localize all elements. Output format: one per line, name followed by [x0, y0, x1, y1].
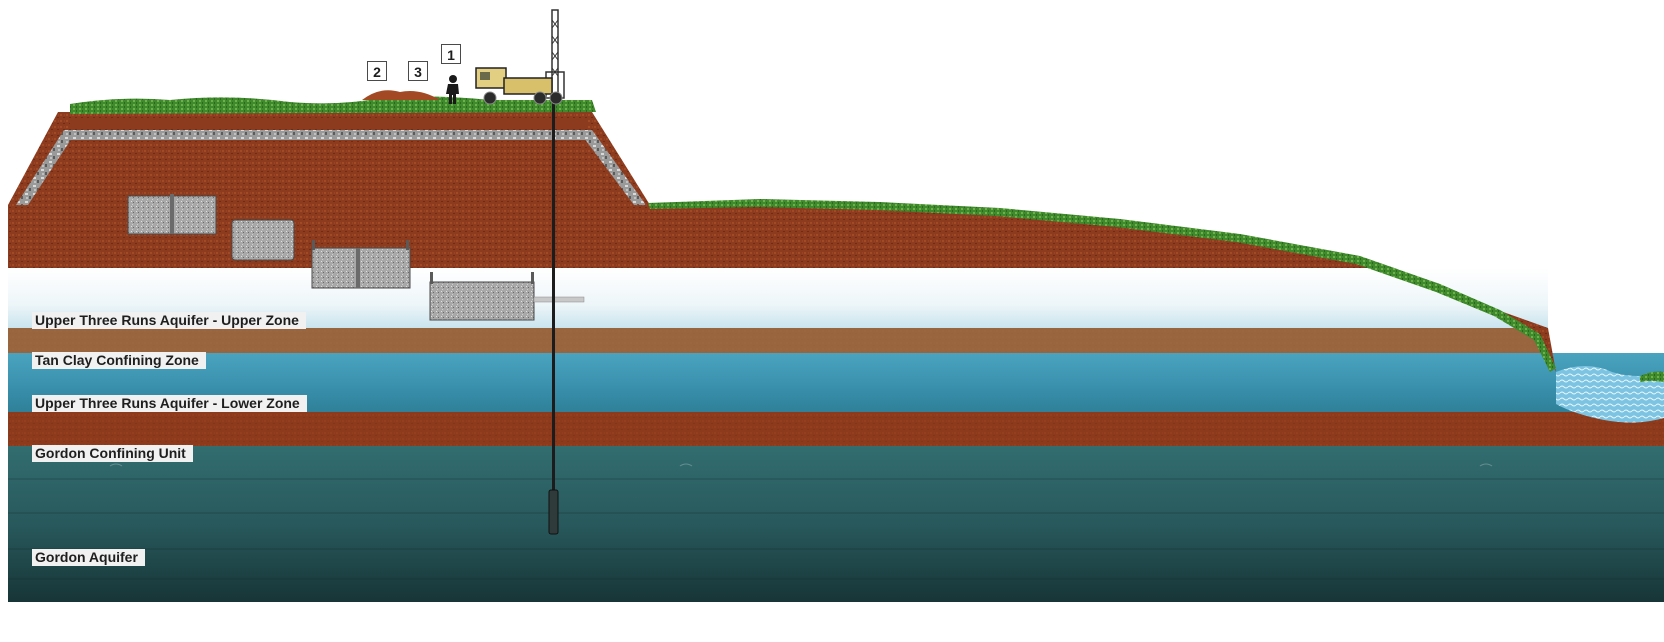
gordon-aquifer-layer — [8, 446, 1664, 602]
cap-gravel-band — [64, 130, 592, 140]
monitoring-well-icon — [548, 96, 559, 535]
label-gordon-aquifer: Gordon Aquifer — [32, 549, 145, 566]
person-icon — [446, 75, 459, 104]
marker-1: 1 — [441, 44, 461, 64]
waste-container-icon — [429, 272, 585, 321]
cap-grass — [70, 96, 596, 114]
stream-icon — [1556, 366, 1664, 423]
label-tan-clay: Tan Clay Confining Zone — [32, 352, 206, 369]
label-upper-zone: Upper Three Runs Aquifer - Upper Zone — [32, 312, 306, 329]
waste-container-icon — [127, 194, 217, 235]
waste-container-icon — [231, 219, 295, 261]
label-lower-zone: Upper Three Runs Aquifer - Lower Zone — [32, 395, 307, 412]
marker-2: 2 — [367, 61, 387, 81]
label-gordon-confining: Gordon Confining Unit — [32, 445, 193, 462]
dirt-mound — [362, 90, 440, 100]
gordon-aquifer-bands — [8, 478, 1664, 580]
waste-container-icon — [311, 240, 411, 289]
drill-rig-icon — [475, 9, 565, 105]
soil-layer — [8, 112, 1556, 372]
marker-3: 3 — [408, 61, 428, 81]
